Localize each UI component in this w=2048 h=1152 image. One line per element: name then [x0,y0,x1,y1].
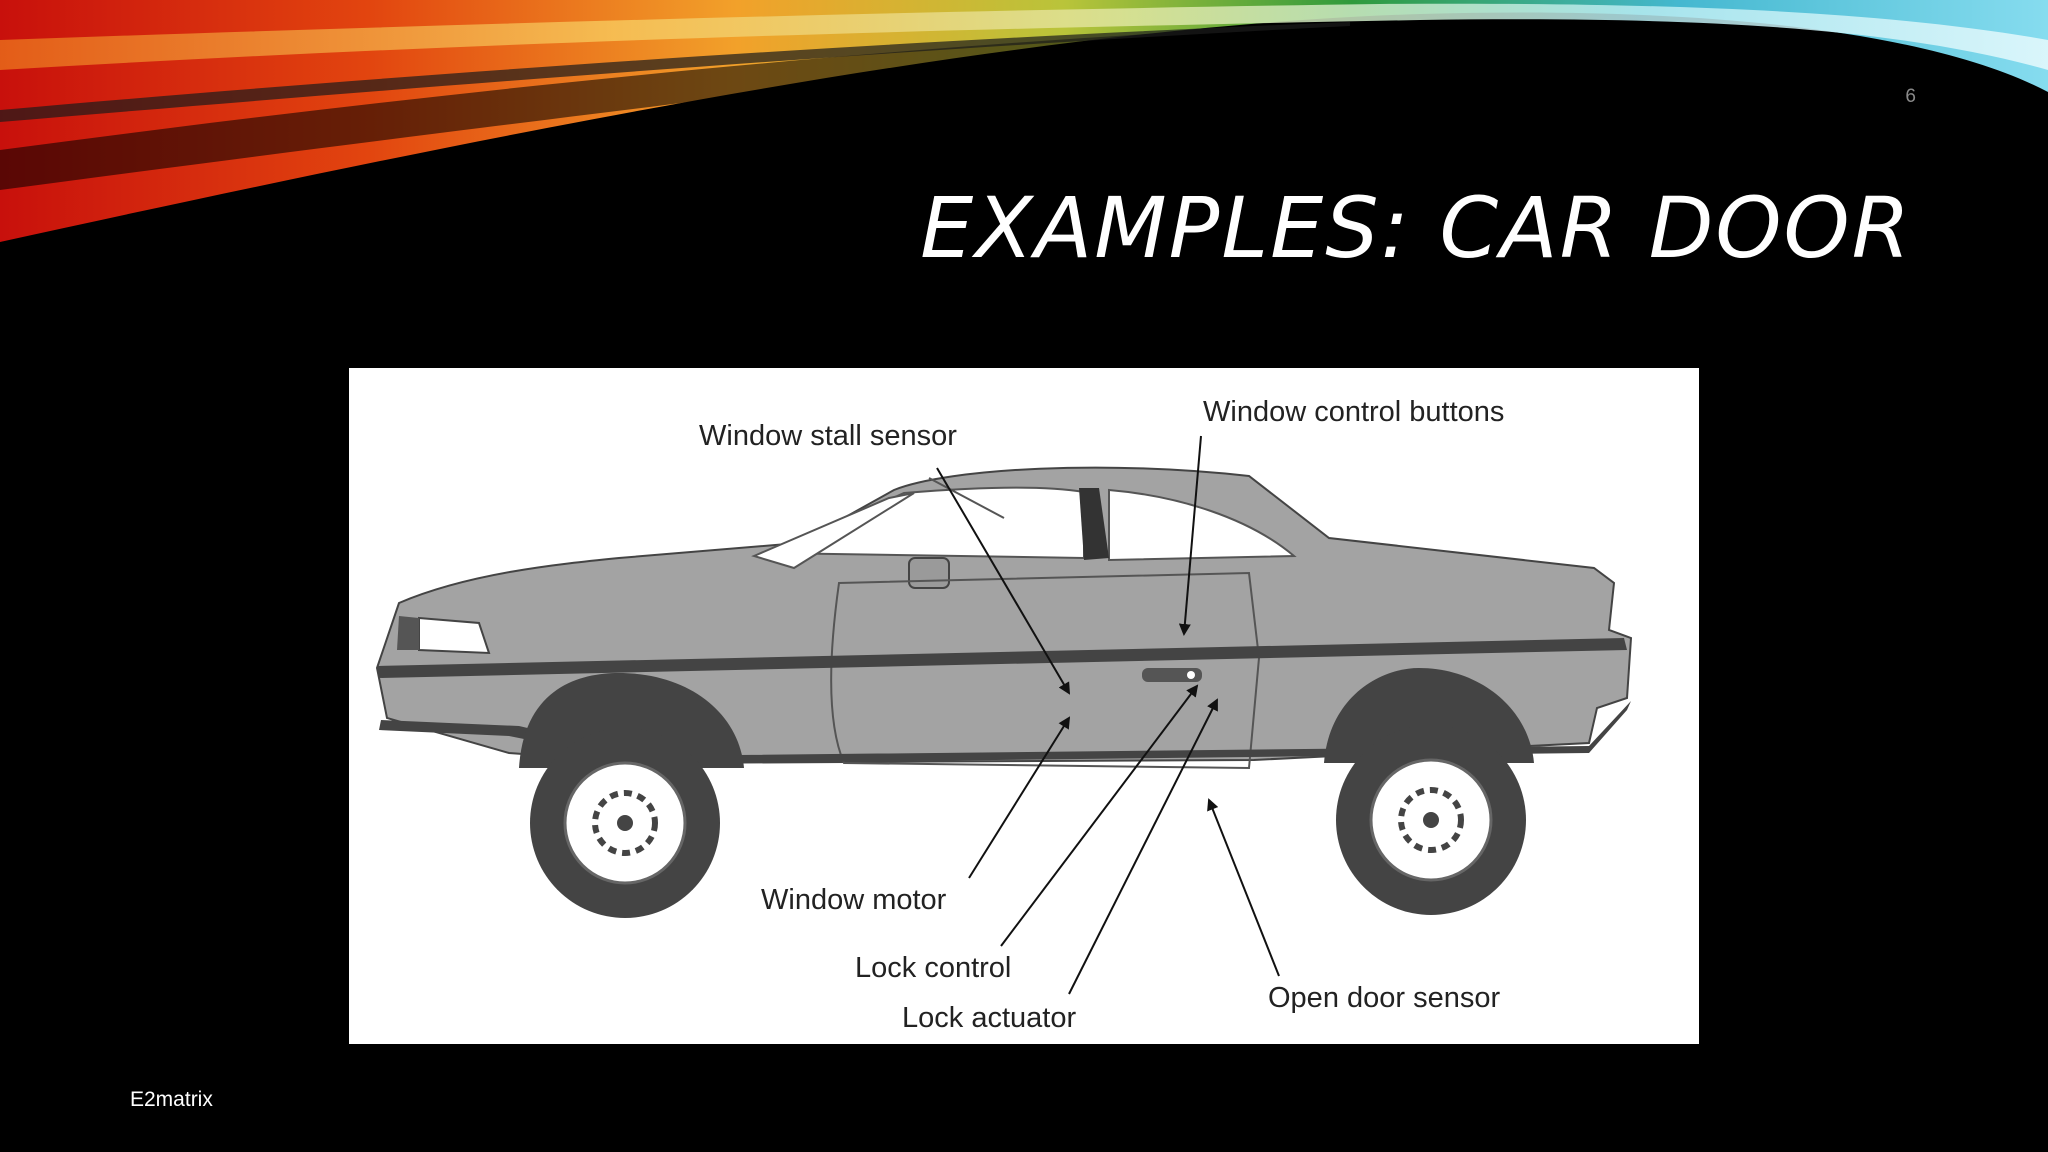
arrow-window-control-buttons [1178,435,1202,636]
decorative-swoosh [0,0,2048,242]
label-open-door-sensor: Open door sensor [1268,982,1501,1014]
arrow-window-motor [968,716,1071,879]
footer-brand: E2matrix [130,1088,213,1111]
label-window-control-buttons: Window control buttons [1203,396,1505,428]
slide-title: Examples: Car door [920,179,1912,277]
front-wheel [530,728,720,918]
slide-number: 6 [1905,86,1916,107]
car-body [375,466,1633,770]
car-illustration [375,435,1633,995]
arrow-lock-control [1000,684,1199,947]
arrow-open-door-sensor [1207,798,1280,977]
callout-arrows [936,435,1280,995]
label-lock-control: Lock control [855,952,1012,984]
label-lock-actuator: Lock actuator [902,1002,1077,1034]
arrow-window-stall-sensor [936,467,1071,695]
rear-wheel [1336,725,1526,915]
car-door-diagram: Window stall sensor Window control butto… [349,368,1699,1044]
label-window-motor: Window motor [761,884,947,916]
label-window-stall-sensor: Window stall sensor [699,420,957,452]
arrow-lock-actuator [1068,698,1218,995]
